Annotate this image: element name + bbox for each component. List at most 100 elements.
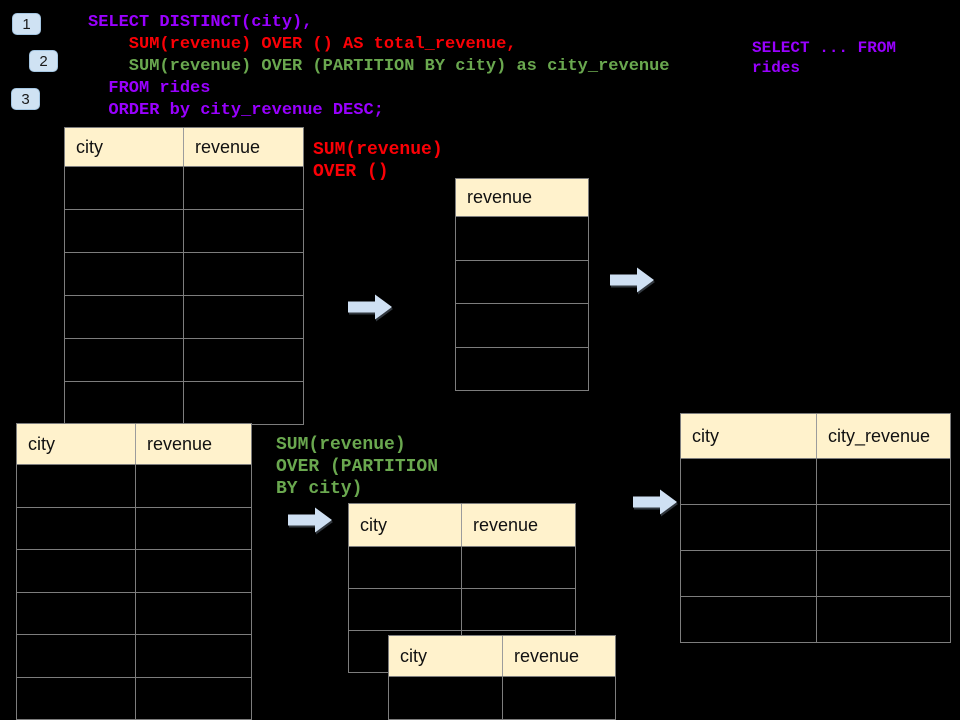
- annotation-line: SUM(revenue): [313, 140, 443, 160]
- column-header-city: city: [65, 128, 184, 166]
- table-header-row: city revenue: [349, 504, 575, 546]
- empty-cell: [462, 547, 575, 588]
- empty-cell: [17, 507, 136, 549]
- annotation-line: SUM(revenue): [276, 435, 406, 455]
- empty-cell: [65, 339, 184, 381]
- empty-cell: [462, 589, 575, 630]
- empty-cell: [17, 550, 136, 592]
- table-row: [681, 596, 950, 642]
- annotation-sum-partition: SUM(revenue) OVER (PARTITION BY city): [276, 434, 438, 500]
- table-city-revenue-result: city city_revenue: [680, 413, 951, 643]
- step-badge-3: 3: [11, 88, 40, 110]
- empty-cell: [681, 597, 817, 642]
- table-row: [456, 303, 588, 347]
- empty-cell: [17, 677, 136, 719]
- sql-line-sum-over-all: SUM(revenue) OVER () AS total_revenue,: [88, 35, 517, 54]
- table-row: [65, 338, 303, 381]
- empty-cell: [456, 304, 588, 347]
- table-row: [681, 504, 950, 550]
- empty-cell: [184, 210, 303, 252]
- table-partition-result: city revenue: [348, 503, 576, 673]
- table-row: [17, 464, 251, 507]
- empty-cell: [65, 253, 184, 295]
- table-header-row: city revenue: [17, 424, 251, 464]
- empty-cell: [136, 550, 251, 592]
- table-row: [65, 295, 303, 338]
- table-row: [456, 216, 588, 260]
- empty-cell: [17, 465, 136, 507]
- empty-cell: [184, 253, 303, 295]
- empty-cell: [65, 382, 184, 424]
- arrow-right-icon: [288, 507, 332, 533]
- table-row: [17, 591, 251, 635]
- empty-cell: [456, 348, 588, 391]
- empty-cell: [65, 167, 184, 209]
- sql-line-select: SELECT DISTINCT(city),: [88, 13, 313, 32]
- annotation-sum-over-all: SUM(revenue) OVER (): [313, 139, 443, 183]
- table-row: [65, 166, 303, 209]
- annotation-line: BY city): [276, 479, 363, 499]
- table-top-source: city revenue: [64, 127, 304, 425]
- step-badge-1: 1: [12, 13, 41, 35]
- table-header-row: city revenue: [65, 128, 303, 166]
- column-header-revenue: revenue: [514, 645, 580, 666]
- empty-cell: [681, 551, 817, 596]
- table-total-revenue: revenue: [455, 178, 589, 391]
- column-header-revenue: revenue: [147, 433, 213, 454]
- empty-cell: [136, 678, 251, 720]
- table-row: [17, 549, 251, 592]
- empty-cell: [503, 677, 615, 719]
- table-row: [65, 209, 303, 252]
- empty-cell: [65, 210, 184, 252]
- step-badge-2: 2: [29, 50, 58, 72]
- empty-cell: [136, 508, 251, 550]
- empty-cell: [17, 592, 136, 634]
- column-header-city: city: [17, 424, 136, 464]
- table-row: [681, 458, 950, 504]
- side-note: SELECT ... FROM rides: [752, 38, 896, 78]
- arrow-right-icon: [633, 489, 677, 515]
- table-row: [389, 676, 615, 719]
- column-header-city: city: [681, 414, 817, 458]
- table-row: [681, 550, 950, 596]
- column-header-city: city: [389, 636, 503, 676]
- empty-cell: [184, 339, 303, 381]
- table-row: [349, 546, 575, 588]
- table-row: [65, 252, 303, 295]
- column-header-revenue: revenue: [467, 187, 533, 207]
- table-bottom-source: city revenue: [16, 423, 252, 720]
- table-header-row: city city_revenue: [681, 414, 950, 458]
- empty-cell: [456, 261, 588, 304]
- empty-cell: [817, 459, 950, 504]
- column-header-city_revenue: city_revenue: [828, 425, 931, 446]
- empty-cell: [349, 547, 462, 588]
- column-header-revenue: revenue: [473, 514, 539, 535]
- column-header-city: city: [349, 504, 462, 546]
- empty-cell: [817, 597, 950, 642]
- empty-cell: [184, 167, 303, 209]
- empty-cell: [817, 505, 950, 550]
- sql-code-block: SELECT DISTINCT(city), SUM(revenue) OVER…: [88, 12, 670, 122]
- empty-cell: [184, 382, 303, 424]
- table-row: [456, 259, 588, 304]
- table-header-row: revenue: [456, 179, 588, 216]
- empty-cell: [17, 635, 136, 677]
- empty-cell: [817, 551, 950, 596]
- empty-cell: [65, 296, 184, 338]
- column-header-revenue: revenue: [195, 136, 261, 157]
- annotation-line: OVER (PARTITION: [276, 457, 439, 477]
- annotation-line: OVER (): [313, 162, 389, 182]
- side-note-line-1: SELECT ... FROM: [752, 39, 897, 57]
- empty-cell: [681, 505, 817, 550]
- empty-cell: [349, 589, 462, 630]
- table-row: [17, 506, 251, 550]
- empty-cell: [136, 465, 251, 507]
- table-header-row: city revenue: [389, 636, 615, 676]
- empty-cell: [681, 459, 817, 504]
- table-row: [65, 381, 303, 424]
- arrow-right-icon: [610, 267, 654, 293]
- empty-cell: [136, 593, 251, 635]
- sql-line-sum-partition: SUM(revenue) OVER (PARTITION BY city) as…: [88, 57, 670, 76]
- sql-line-order-by: ORDER by city_revenue DESC;: [88, 101, 384, 120]
